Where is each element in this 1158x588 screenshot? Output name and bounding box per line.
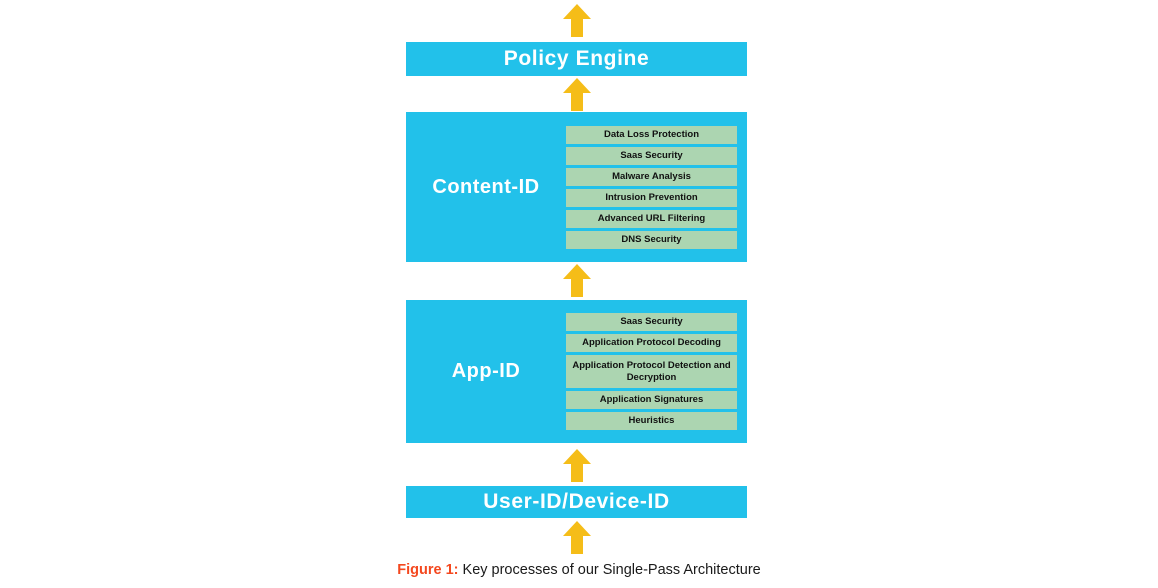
figure-caption-text: Key processes of our Single-Pass Archite… bbox=[458, 562, 761, 578]
app-id-item-list: Saas Security Application Protocol Decod… bbox=[566, 300, 747, 443]
list-item: Saas Security bbox=[566, 313, 737, 331]
figure-caption: Figure 1: Key processes of our Single-Pa… bbox=[0, 562, 1158, 578]
up-arrow-icon-app-user bbox=[563, 449, 591, 482]
list-item: Data Loss Protection bbox=[566, 125, 737, 144]
up-arrow-icon-top bbox=[563, 4, 591, 37]
content-id-block: Content-ID Data Loss Protection Saas Sec… bbox=[406, 112, 747, 262]
policy-engine-block: Policy Engine bbox=[406, 42, 747, 76]
figure-caption-label: Figure 1: bbox=[397, 562, 459, 578]
list-item: Malware Analysis bbox=[566, 167, 737, 186]
list-item: Intrusion Prevention bbox=[566, 188, 737, 207]
up-arrow-icon-content-app bbox=[563, 264, 591, 297]
content-id-item-list: Data Loss Protection Saas Security Malwa… bbox=[566, 112, 747, 262]
content-id-label: Content-ID bbox=[432, 175, 540, 198]
up-arrow-icon-bottom bbox=[563, 521, 591, 554]
user-device-id-label: User-ID/Device-ID bbox=[483, 490, 670, 513]
up-arrow-icon-policy-content bbox=[563, 78, 591, 111]
user-device-id-block: User-ID/Device-ID bbox=[406, 486, 747, 518]
app-id-block: App-ID Saas Security Application Protoco… bbox=[406, 300, 747, 443]
policy-engine-label: Policy Engine bbox=[503, 47, 650, 70]
list-item: DNS Security bbox=[566, 230, 737, 249]
list-item: Advanced URL Filtering bbox=[566, 209, 737, 228]
list-item: Application Signatures bbox=[566, 391, 737, 409]
app-id-label: App-ID bbox=[451, 360, 521, 382]
list-item: Heuristics bbox=[566, 412, 737, 430]
list-item: Application Protocol Decoding bbox=[566, 334, 737, 352]
list-item: Saas Security bbox=[566, 146, 737, 165]
list-item: Application Protocol Detection and Decry… bbox=[566, 355, 737, 388]
